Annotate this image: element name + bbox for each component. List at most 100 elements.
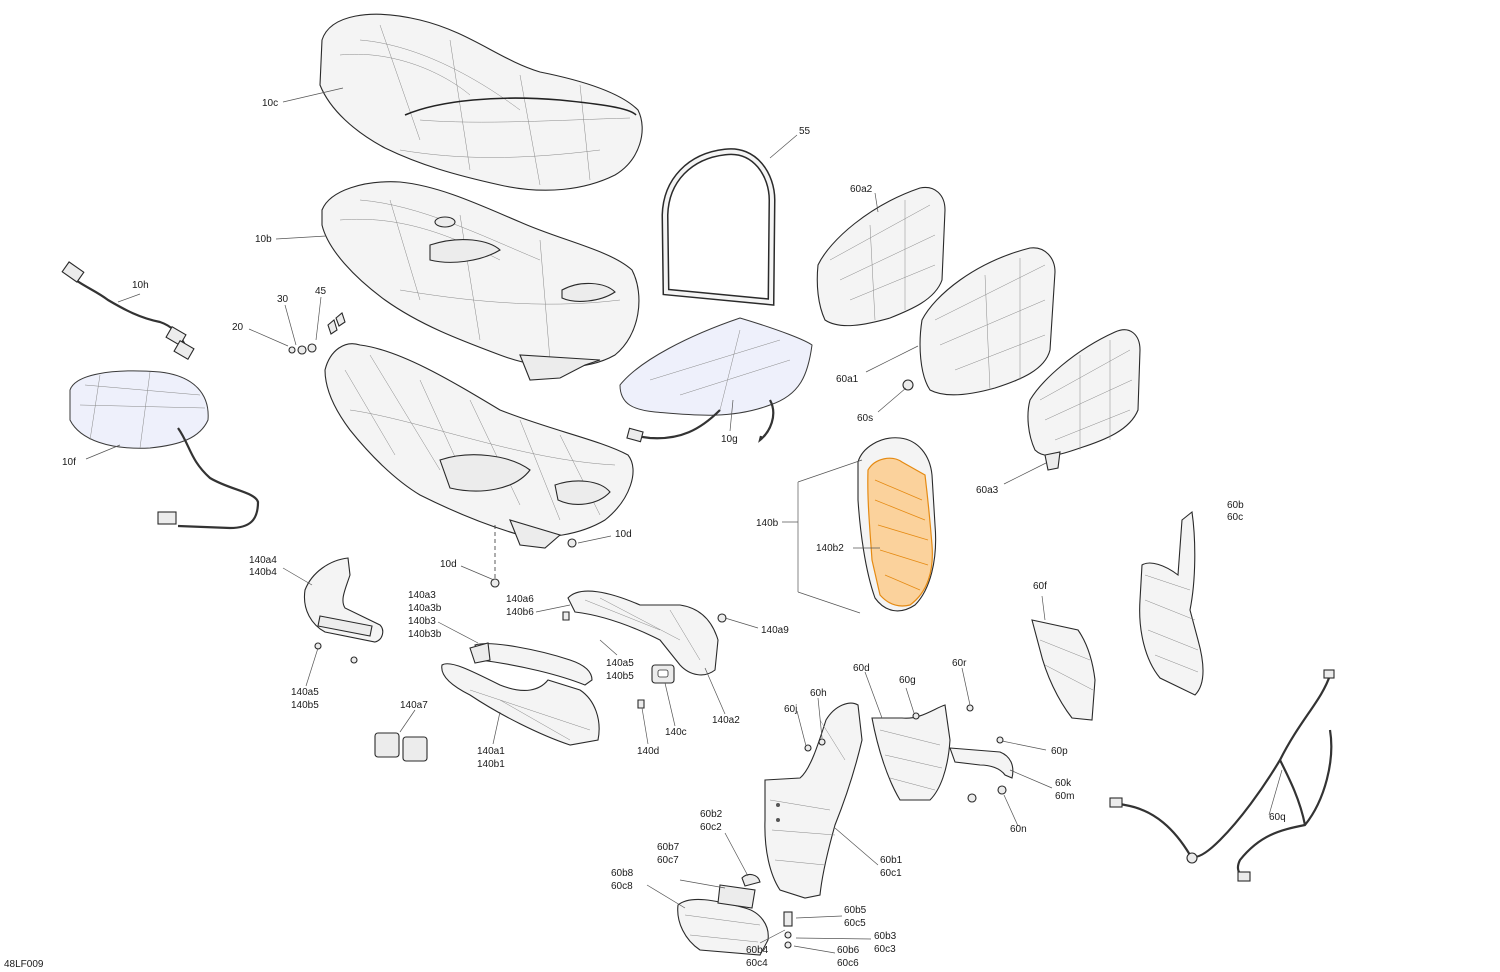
label-10d-2: 10d xyxy=(440,559,457,570)
part-60a1-backrest-foam[interactable] xyxy=(919,247,1056,396)
label-60k: 60k xyxy=(1055,778,1072,789)
part-60k-60m-bracket[interactable] xyxy=(949,747,1014,779)
label-140b6: 140b6 xyxy=(506,607,534,618)
label-60n: 60n xyxy=(1010,824,1027,835)
part-60b3-60b6-fasteners[interactable] xyxy=(783,911,793,949)
label-140c: 140c xyxy=(665,727,687,738)
screw-140a5-left-2[interactable] xyxy=(350,656,358,664)
label-140b4: 140b4 xyxy=(249,567,277,578)
part-60d-panel[interactable] xyxy=(871,704,951,801)
label-60m: 60m xyxy=(1055,791,1074,802)
label-140a5-right: 140a5 xyxy=(606,658,634,669)
label-45: 45 xyxy=(315,286,327,297)
screw-60g[interactable] xyxy=(912,712,920,720)
label-60b3: 60b3 xyxy=(874,931,897,942)
label-140a9: 140a9 xyxy=(761,625,789,636)
label-10g: 10g xyxy=(721,434,738,445)
part-10f-heating-pad[interactable] xyxy=(69,370,260,530)
label-60c7: 60c7 xyxy=(657,855,679,866)
label-140b3b: 140b3b xyxy=(408,629,442,640)
label-140a6: 140a6 xyxy=(506,594,534,605)
label-60c4: 60c4 xyxy=(746,958,768,969)
label-10d-1: 10d xyxy=(615,529,632,540)
part-10g-heating-pad[interactable] xyxy=(619,317,813,443)
label-140b1: 140b1 xyxy=(477,759,505,770)
label-140b: 140b xyxy=(756,518,779,529)
label-10b: 10b xyxy=(255,234,272,245)
screw-60n-2[interactable] xyxy=(997,785,1007,795)
label-140a3: 140a3 xyxy=(408,590,436,601)
diagram-code: 48LF009 xyxy=(4,959,44,970)
screw-140d[interactable] xyxy=(637,699,645,709)
part-60a3-backrest-shell[interactable] xyxy=(1027,329,1141,471)
part-60b-60c-side-bracket[interactable] xyxy=(1139,510,1204,696)
part-140a7-clips[interactable] xyxy=(374,732,428,762)
part-140a6-armrest-frame[interactable] xyxy=(567,590,719,676)
screw-60h[interactable] xyxy=(818,738,826,746)
part-140a4-armrest-end[interactable] xyxy=(303,557,384,643)
label-60c3: 60c3 xyxy=(874,944,896,955)
screw-60j[interactable] xyxy=(804,744,812,752)
label-140b5-right: 140b5 xyxy=(606,671,634,682)
label-140a4: 140a4 xyxy=(249,555,277,566)
label-60c2: 60c2 xyxy=(700,822,722,833)
part-140a9-plug[interactable] xyxy=(717,613,727,623)
part-60a2-backrest-cover[interactable] xyxy=(816,186,946,327)
label-60c6: 60c6 xyxy=(837,958,859,969)
label-140a1: 140a1 xyxy=(477,746,505,757)
screw-60p[interactable] xyxy=(996,736,1004,744)
label-140a2: 140a2 xyxy=(712,715,740,726)
label-60b8: 60b8 xyxy=(611,868,634,879)
label-60f: 60f xyxy=(1033,581,1047,592)
screw-60n-1[interactable] xyxy=(967,793,977,803)
nut-10d-1[interactable] xyxy=(567,538,577,548)
label-60a3: 60a3 xyxy=(976,485,999,496)
nut-10d-2[interactable] xyxy=(490,578,500,588)
label-55: 55 xyxy=(799,126,811,137)
hardware-20-30-45[interactable] xyxy=(288,312,346,355)
part-seat-base-pan[interactable] xyxy=(324,343,634,549)
part-140a3-armrest-rail[interactable] xyxy=(469,642,593,686)
part-10c-seat-cover[interactable] xyxy=(319,13,643,191)
label-60p: 60p xyxy=(1051,746,1068,757)
label-60b7: 60b7 xyxy=(657,842,680,853)
screw-140a5-right[interactable] xyxy=(562,611,570,621)
leader-lines xyxy=(85,87,1283,954)
label-20: 20 xyxy=(232,322,244,333)
label-60b2: 60b2 xyxy=(700,809,723,820)
label-60b6: 60b6 xyxy=(837,945,860,956)
part-60b1-60c1-main-bracket[interactable] xyxy=(764,702,863,899)
label-60b5: 60b5 xyxy=(844,905,867,916)
label-60b4: 60b4 xyxy=(746,945,769,956)
label-60a1: 60a1 xyxy=(836,374,859,385)
label-10f: 10f xyxy=(62,457,76,468)
label-60c: 60c xyxy=(1227,512,1243,523)
label-60s: 60s xyxy=(857,413,873,424)
label-10c: 10c xyxy=(262,98,278,109)
part-60q-wire-harness[interactable] xyxy=(1109,669,1335,882)
part-60b7-60c7-insert[interactable] xyxy=(717,884,756,909)
label-60h: 60h xyxy=(810,688,827,699)
part-140b2-highlighted-panel[interactable] xyxy=(867,457,933,607)
label-10h: 10h xyxy=(132,280,149,291)
screw-60r[interactable] xyxy=(966,704,974,712)
part-60s-plug[interactable] xyxy=(902,379,914,391)
label-60q: 60q xyxy=(1269,812,1286,823)
part-140c-latch[interactable] xyxy=(651,664,675,684)
label-140a5-left: 140a5 xyxy=(291,687,319,698)
part-60b8-60c8-lower-cover[interactable] xyxy=(677,898,769,956)
part-140a1-armrest-base[interactable] xyxy=(441,663,600,746)
part-labels: 10c 55 10b 60a2 10h 30 45 20 60a1 10f 60… xyxy=(4,98,1286,970)
label-140b5-left: 140b5 xyxy=(291,700,319,711)
label-60a2: 60a2 xyxy=(850,184,873,195)
label-140a3b: 140a3b xyxy=(408,603,442,614)
label-60j: 60j xyxy=(784,704,797,715)
part-10h-wire-harness[interactable] xyxy=(61,261,195,360)
part-60b2-60c2-clip[interactable] xyxy=(741,873,761,887)
label-140b2: 140b2 xyxy=(816,543,844,554)
part-55-seal[interactable] xyxy=(661,148,776,306)
part-60f-cover[interactable] xyxy=(1031,619,1096,721)
part-10b-seat-foam[interactable] xyxy=(321,181,640,381)
label-60c1: 60c1 xyxy=(880,868,902,879)
